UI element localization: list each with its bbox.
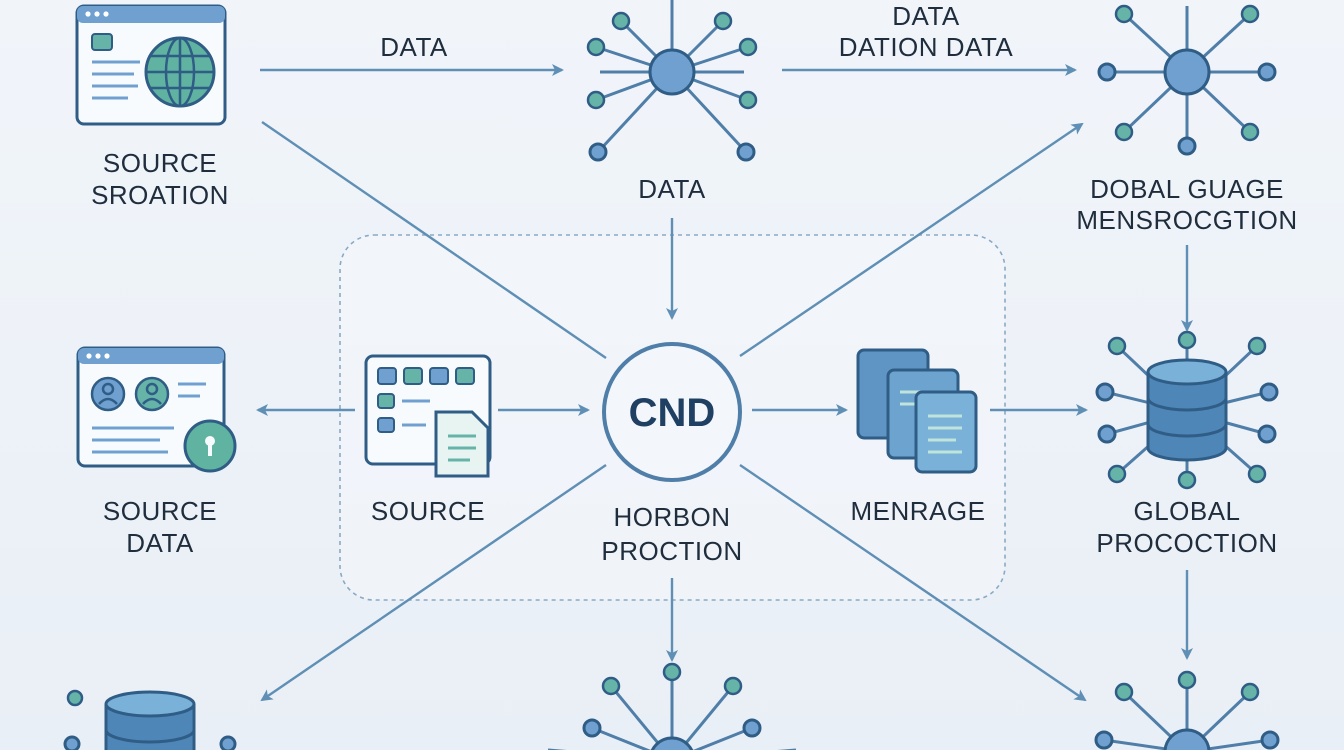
arrow-label-data: DATA	[380, 32, 448, 62]
cnd-hub	[602, 342, 742, 482]
arrow-cnd-to-bottom-left	[260, 464, 607, 702]
cnd-center-label: CND	[629, 391, 716, 435]
arrow-cnd-to-dobal	[739, 122, 1084, 357]
horbon-label: HORBON	[613, 502, 730, 532]
data-hub-label: DATA	[638, 174, 706, 204]
dobal-guage-label-2: MENSROCGTION	[1076, 205, 1297, 235]
network-hub-icon	[586, 0, 758, 162]
global-label-2: PROCOCTION	[1096, 528, 1277, 558]
labels: DATA DATA DATION DATA SOURCE SROATION DA…	[91, 1, 1297, 566]
browser-users-lock-icon	[76, 346, 237, 473]
arrow-label-dation-data: DATION DATA	[839, 32, 1014, 62]
arrow-label-data-top: DATA	[892, 1, 960, 31]
global-label-1: GLOBAL	[1133, 496, 1240, 526]
arrow-source-to-cnd	[261, 121, 607, 359]
stacked-documents-icon	[856, 348, 978, 474]
source-data-label-2: DATA	[126, 528, 194, 558]
database-icon	[63, 689, 237, 750]
flow-arrows	[256, 64, 1193, 702]
browser-globe-icon	[75, 4, 227, 126]
arrow-cnd-to-bottom-right	[739, 464, 1087, 702]
source-label: SOURCE	[371, 496, 485, 526]
dobal-guage-label-1: DOBAL GUAGE	[1090, 174, 1284, 204]
network-hub-icon	[1094, 670, 1280, 750]
dashboard-document-icon	[364, 354, 492, 478]
network-hub-icon	[1097, 4, 1277, 156]
source-sroation-label-1: SOURCE	[103, 148, 217, 178]
proction-label: PROCTION	[601, 536, 742, 566]
database-network-icon	[1095, 330, 1279, 490]
network-hub-icon	[548, 662, 796, 750]
menrage-label: MENRAGE	[851, 496, 986, 526]
source-sroation-label-2: SROATION	[91, 180, 229, 210]
source-data-label-1: SOURCE	[103, 496, 217, 526]
